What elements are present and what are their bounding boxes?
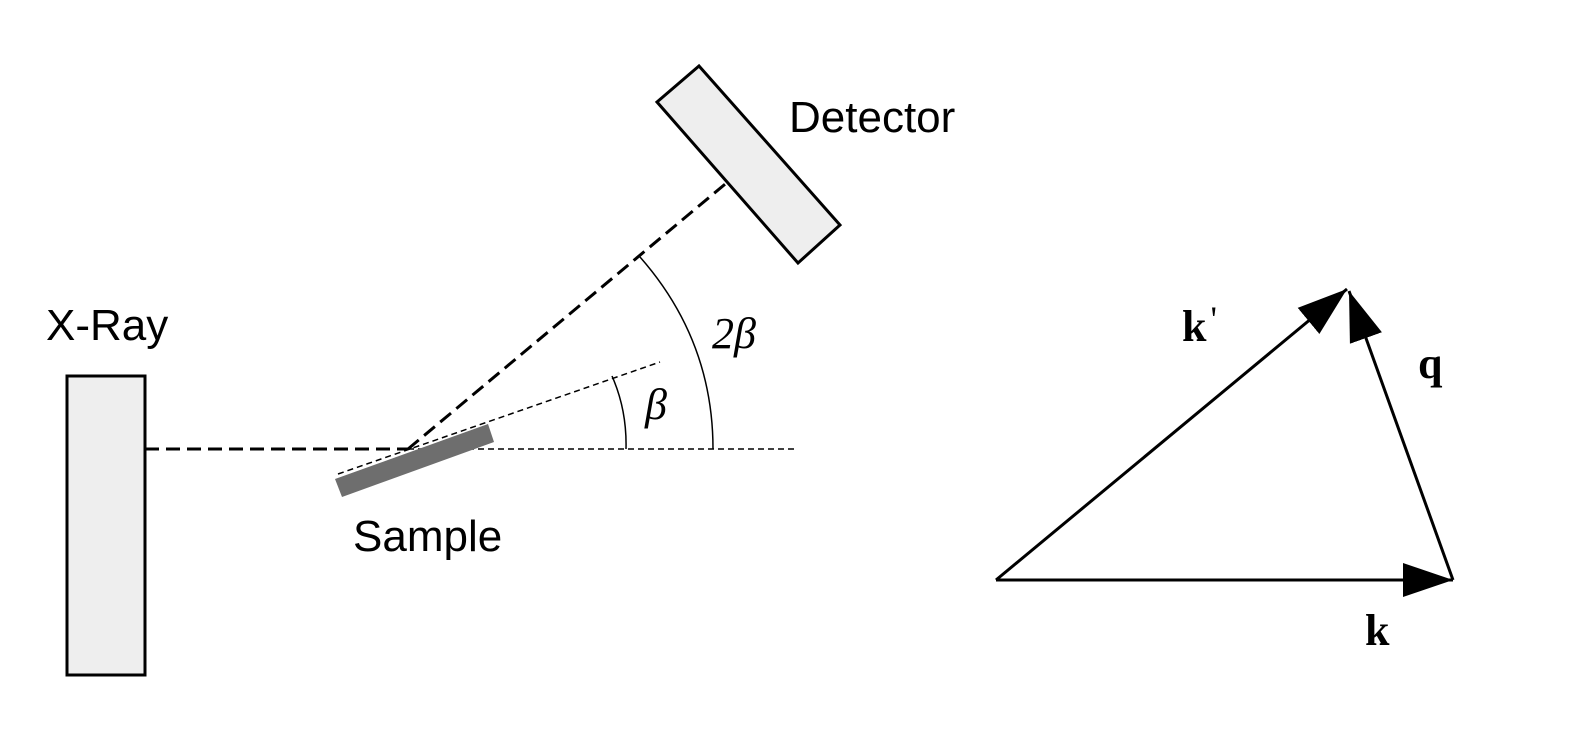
detector-box	[654, 63, 843, 266]
beta-angle-label: β	[644, 380, 667, 429]
xray-source-box	[65, 374, 147, 677]
sample-label: Sample	[353, 512, 502, 561]
k-prime-vector	[995, 287, 1348, 582]
k-label: k	[1365, 606, 1390, 655]
diffracted-beam	[407, 178, 731, 451]
q-vector	[1347, 290, 1455, 581]
xray-label: X-Ray	[46, 301, 168, 350]
k-prime-label: k'	[1182, 299, 1217, 351]
two-beta-angle-label: 2β	[712, 309, 756, 358]
beta-angle-arc	[611, 375, 627, 450]
sample-slab	[335, 424, 494, 497]
q-label: q	[1418, 339, 1443, 388]
two-beta-angle-arc	[639, 256, 714, 450]
detector-label: Detector	[789, 93, 955, 142]
sample-surface-line	[337, 361, 661, 475]
